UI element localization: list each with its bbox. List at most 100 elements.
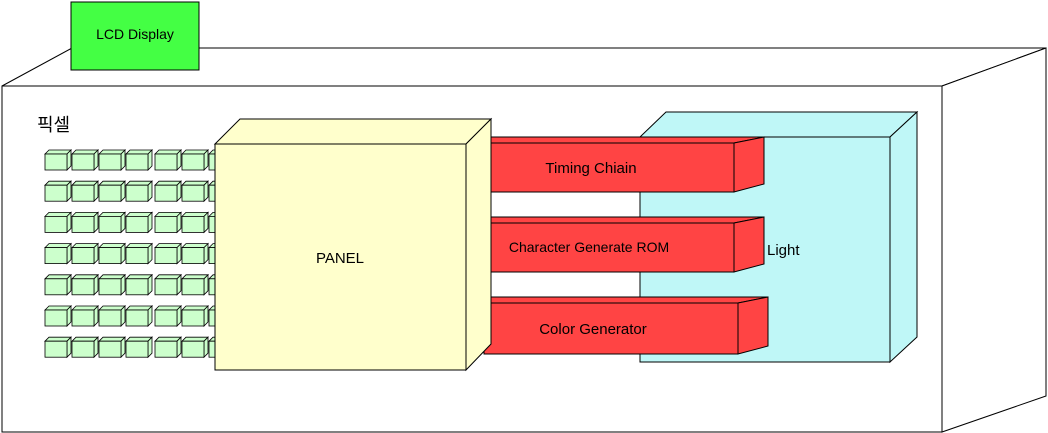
panel-label: PANEL (316, 250, 364, 267)
module-top (482, 136, 765, 144)
light-top (638, 111, 919, 138)
pixel-cell-front (154, 247, 178, 265)
pixel-cell (181, 336, 209, 359)
module-label: Color Generator (539, 321, 647, 338)
pixel-cell (125, 242, 153, 265)
pixel-cell-side (147, 336, 153, 359)
pixel-cell (44, 336, 72, 359)
pixel-cell (44, 305, 72, 327)
pixel-cell (71, 211, 99, 234)
pixel-cell (71, 180, 99, 203)
pixel-cell-side (93, 305, 99, 327)
pixel-cell (181, 305, 209, 327)
module-label: Timing Chiain (545, 160, 636, 177)
pixel-cell-front (181, 215, 205, 233)
pixel-cell (98, 180, 126, 203)
pixel-cell-side (93, 242, 99, 265)
pixel-cell-front (154, 215, 178, 233)
pixel-cell-front (125, 309, 149, 327)
pixel-cell (44, 180, 72, 203)
pixel-cell (154, 149, 182, 171)
pixel-cell (44, 211, 72, 234)
pixel-cell (98, 211, 126, 234)
pixel-cell (98, 305, 126, 327)
pixel-cell-side (147, 211, 153, 234)
pixel-cell-front (71, 247, 95, 265)
pixel-cell-side (176, 242, 182, 265)
pixel-cell (181, 149, 209, 171)
panel-block: PANEL (213, 117, 493, 372)
title-rect (70, 1, 200, 71)
pixel-cell-front (71, 184, 95, 202)
pixel-cell (154, 305, 182, 327)
pixel-cell-side (147, 273, 153, 296)
pixel-cell-side (120, 336, 126, 359)
pixel-cell (98, 273, 126, 296)
pixel-cell-side (93, 180, 99, 203)
pixel-cell-side (176, 180, 182, 203)
light-label: Light (767, 242, 800, 259)
pixel-cell (71, 149, 99, 171)
pixel-cell-side (147, 180, 153, 203)
pixel-cell-side (66, 273, 72, 296)
pixel-cell-front (181, 340, 205, 358)
pixel-cell (181, 180, 209, 203)
pixel-cell-front (181, 309, 205, 327)
pixel-cell-side (147, 305, 153, 327)
pixel-cell-front (71, 215, 95, 233)
pixel-cell-front (125, 215, 149, 233)
pixel-cell-side (176, 305, 182, 327)
module-3: Color Generator (482, 296, 769, 355)
pixel-cell-side (203, 211, 209, 234)
pixel-cell-side (120, 242, 126, 265)
title-text: LCD Display (96, 26, 174, 42)
module-side (733, 136, 765, 193)
pixel-cell-side (66, 305, 72, 327)
pixel-cell-front (98, 340, 122, 358)
pixel-cell-side (203, 305, 209, 327)
pixel-cell (71, 273, 99, 296)
pixel-cell (154, 336, 182, 359)
pixel-cell (71, 336, 99, 359)
pixel-cell (154, 180, 182, 203)
pixel-cell (98, 336, 126, 359)
pixel-cell (71, 305, 99, 327)
pixel-cell-front (125, 153, 149, 171)
pixel-cell-front (154, 153, 178, 171)
pixel-cell-front (125, 278, 149, 296)
pixel-cell (125, 211, 153, 234)
pixel-cell-side (176, 336, 182, 359)
pixel-cell-front (181, 153, 205, 171)
pixel-cell-front (98, 247, 122, 265)
module-side (733, 216, 765, 273)
pixel-cell (44, 242, 72, 265)
pixel-cell-side (203, 180, 209, 203)
pixel-cell-side (120, 180, 126, 203)
pixel-label: 픽셀 (37, 115, 70, 135)
pixel-cell-side (203, 273, 209, 296)
pixel-cell-front (44, 309, 68, 327)
pixel-cell-front (98, 278, 122, 296)
pixel-cell-front (98, 309, 122, 327)
pixel-cell-front (154, 309, 178, 327)
pixel-cell-front (44, 184, 68, 202)
module-top (482, 216, 765, 224)
pixel-cell-front (154, 184, 178, 202)
pixel-cell-front (154, 278, 178, 296)
pixel-cell-front (44, 153, 68, 171)
module-2: Character Generate ROM (482, 216, 765, 273)
pixel-cell-side (203, 149, 209, 171)
pixel-cell-side (176, 273, 182, 296)
pixel-cell-side (147, 242, 153, 265)
pixel-cell-front (71, 340, 95, 358)
pixel-cell (181, 273, 209, 296)
pixel-cell (154, 273, 182, 296)
pixel-cell-side (93, 149, 99, 171)
pixel-cell (98, 149, 126, 171)
pixel-cell-front (71, 309, 95, 327)
pixel-cell (181, 211, 209, 234)
pixel-cell-front (125, 340, 149, 358)
